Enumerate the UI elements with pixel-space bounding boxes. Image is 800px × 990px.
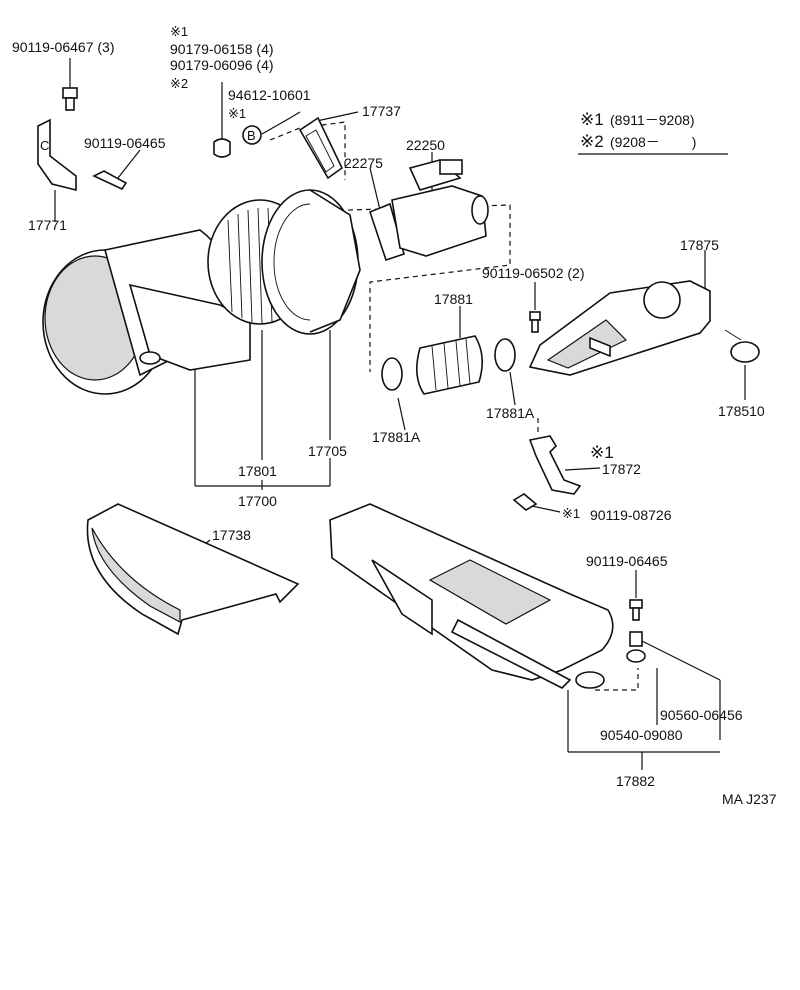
bracket-17771-icon: C xyxy=(37,118,77,192)
label-90119-08726: 90119-08726 xyxy=(590,507,672,523)
screw-90119-06465-top-icon xyxy=(92,170,128,191)
washer-94612-icon: B xyxy=(242,125,262,145)
label-mark-2-a: ※2 xyxy=(170,76,188,91)
intake-hose-17875 xyxy=(528,280,711,376)
label-17737: 17737 xyxy=(362,103,401,119)
label-17705: 17705 xyxy=(308,443,347,459)
clamp-178510-icon xyxy=(724,329,760,363)
collar-90560-icon xyxy=(629,631,643,647)
label-90119-06465-a: 90119-06465 xyxy=(84,135,166,151)
label-17882: 17882 xyxy=(616,773,655,789)
label-17738: 17738 xyxy=(212,527,251,543)
label-90119-06465-b: 90119-06465 xyxy=(586,553,668,569)
label-mark-1-c: ※1 xyxy=(590,443,614,462)
bracket-17872-icon xyxy=(528,435,582,495)
part-labels: 90119-06467 (3) ※1 90179-06158 (4) 90179… xyxy=(12,24,777,807)
label-90540-09080: 90540-09080 xyxy=(600,727,683,743)
grommet-90540-icon xyxy=(626,649,646,663)
label-17881A-left: 17881A xyxy=(372,429,421,445)
label-17872: 17872 xyxy=(602,461,641,477)
air-cleaner-cap xyxy=(42,229,251,395)
bolt-90119-06467-icon xyxy=(62,87,78,111)
legend-mark-1: ※1 xyxy=(580,110,604,129)
resonator-17882 xyxy=(329,503,614,689)
label-90179-06158: 90179-06158 (4) xyxy=(170,41,274,57)
label-94612-10601: 94612-10601 xyxy=(228,87,311,103)
gasket-17737-icon xyxy=(298,116,344,180)
legend-range-1: (8911－9208) xyxy=(610,112,695,128)
label-90119-06467: 90119-06467 (3) xyxy=(12,39,114,55)
label-mark-1-b: ※1 xyxy=(228,106,246,121)
air-flow-meter-22250 xyxy=(369,159,489,262)
label-17801: 17801 xyxy=(238,463,277,479)
legend-mark-2: ※2 xyxy=(580,132,604,151)
label-22275: 22275 xyxy=(344,155,383,171)
label-17881: 17881 xyxy=(434,291,473,307)
clip-90179-icon xyxy=(213,138,231,158)
label-mark-1-d: ※1 xyxy=(562,506,580,521)
legend-range-2: (9208－ ) xyxy=(610,134,696,150)
case-17705 xyxy=(261,189,361,335)
dashed-guides xyxy=(269,121,639,691)
cover-17738 xyxy=(86,503,300,636)
label-mark-1-a: ※1 xyxy=(170,24,188,39)
diagram-code: MA J237 xyxy=(722,791,777,807)
label-22250: 22250 xyxy=(406,137,445,153)
label-90179-06096: 90179-06096 (4) xyxy=(170,57,274,73)
label-178510: 178510 xyxy=(718,403,765,419)
label-90560-06456: 90560-06456 xyxy=(660,707,743,723)
hose-17881 xyxy=(381,335,516,395)
label-17700: 17700 xyxy=(238,493,277,509)
label-17875: 17875 xyxy=(680,237,719,253)
label-90119-06502: 90119-06502 (2) xyxy=(482,265,584,281)
bolt-90119-06465-bottom-icon xyxy=(629,599,643,621)
bolt-90119-06502-icon xyxy=(529,311,541,333)
clip-c-letter: C xyxy=(40,138,49,153)
label-17881A-right: 17881A xyxy=(486,405,535,421)
clip-b-letter: B xyxy=(247,128,256,143)
leader-lines xyxy=(54,58,746,770)
label-17771: 17771 xyxy=(28,217,67,233)
screw-90119-08726-icon xyxy=(512,493,538,511)
